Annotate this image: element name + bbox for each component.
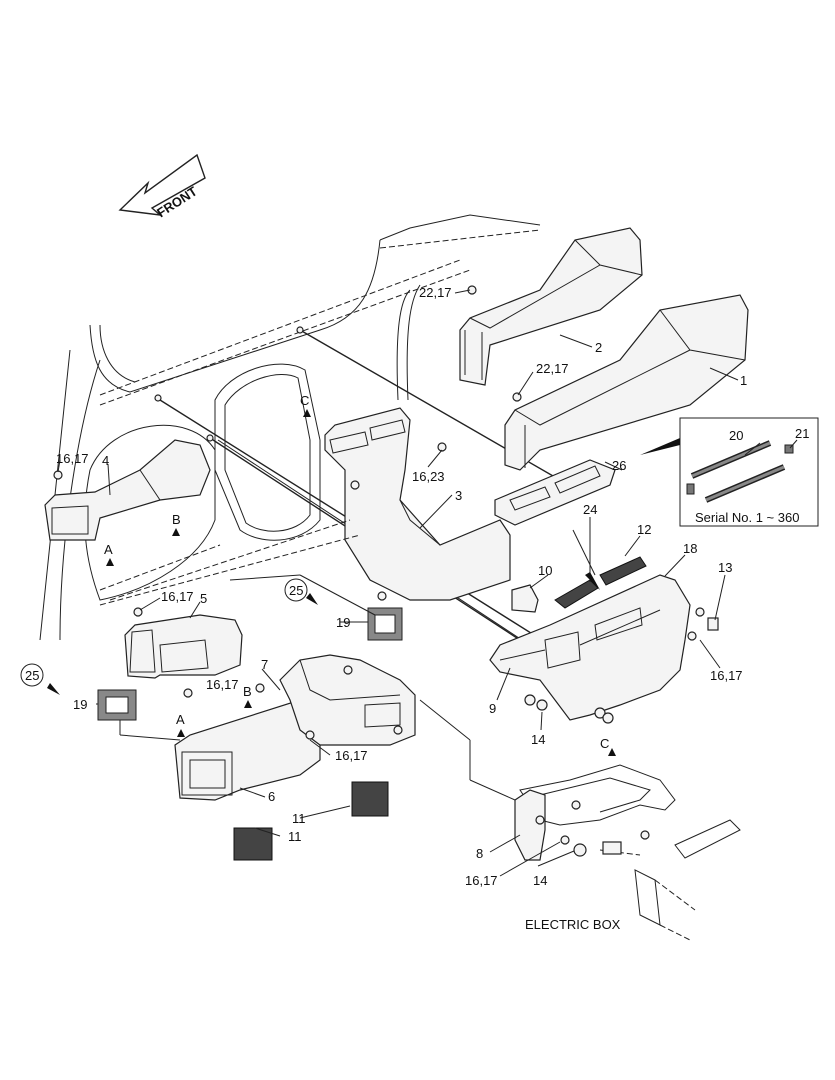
vent-part-12	[599, 556, 647, 586]
ref-c-lower: C	[600, 736, 609, 751]
callout-16-17e: 16,17	[710, 668, 743, 683]
callout-16-17f: 16,17	[465, 873, 498, 888]
ref-a-lower: A	[176, 712, 185, 727]
duct-part-1	[504, 294, 749, 471]
vent-part-10	[511, 584, 539, 613]
callout-25b: 25	[25, 668, 39, 683]
duct-part-7	[279, 654, 416, 746]
callout-7: 7	[261, 657, 268, 672]
callout-6: 6	[268, 789, 275, 804]
electric-box-label: ELECTRIC BOX	[525, 917, 621, 932]
front-label: FRONT	[154, 183, 200, 220]
duct-part-6	[174, 699, 321, 801]
callout-16-17c: 16,17	[206, 677, 239, 692]
ref-b-lower: B	[243, 684, 252, 699]
callout-16-17b: 16,17	[161, 589, 194, 604]
callouts: 1 2 3 4 5 6 7 8 9 10 11 11 12 13 14 14 1…	[20, 285, 809, 888]
inset-box	[640, 417, 819, 527]
callout-2: 2	[595, 340, 602, 355]
ref-b-upper: B	[172, 512, 181, 527]
callout-14b: 14	[533, 873, 547, 888]
bracket-part-8	[514, 789, 546, 861]
callout-24: 24	[583, 502, 597, 517]
callout-22-17b: 22,17	[536, 361, 569, 376]
callout-4: 4	[102, 453, 109, 468]
reference-letters: A A B B C C	[104, 393, 616, 756]
filter-part-19-left	[97, 689, 137, 721]
louver-part-11-right	[351, 781, 389, 817]
duct-part-5	[124, 614, 243, 679]
callout-9: 9	[489, 701, 496, 716]
filter-part-19-right	[367, 607, 403, 641]
center-window-panel	[214, 363, 321, 541]
callout-16-17a: 16,17	[56, 451, 89, 466]
electric-box	[599, 819, 741, 941]
ref-c-upper: C	[300, 393, 309, 408]
callout-20: 20	[729, 428, 743, 443]
console-panel	[489, 574, 691, 721]
callout-22-17a: 22,17	[419, 285, 452, 300]
callout-5: 5	[200, 591, 207, 606]
fasteners	[53, 285, 719, 857]
callout-3: 3	[455, 488, 462, 503]
callout-13: 13	[718, 560, 732, 575]
callout-14a: 14	[531, 732, 545, 747]
callout-10: 10	[538, 563, 552, 578]
callout-25a: 25	[289, 583, 303, 598]
vent-part-26	[494, 459, 616, 526]
duct-part-3	[324, 407, 511, 601]
callout-11b: 11	[288, 829, 302, 844]
front-arrow: FRONT	[118, 153, 206, 220]
ref-a-upper: A	[104, 542, 113, 557]
leader-lines	[47, 289, 798, 877]
callout-19b: 19	[73, 697, 87, 712]
callout-16-17d: 16,17	[335, 748, 368, 763]
inset-caption: Serial No. 1 ~ 360	[695, 510, 799, 525]
guide-lines	[99, 519, 361, 606]
duct-part-4	[44, 439, 211, 541]
callout-1: 1	[740, 373, 747, 388]
callout-11a: 11	[292, 811, 306, 826]
floor-plate	[519, 764, 676, 826]
left-round-panel	[84, 424, 216, 601]
cab-outline	[39, 214, 541, 641]
callout-16-23: 16,23	[412, 469, 445, 484]
duct-part-2	[459, 227, 643, 386]
callout-8: 8	[476, 846, 483, 861]
callout-21: 21	[795, 426, 809, 441]
louver-part-11-left	[233, 827, 273, 861]
callout-18: 18	[683, 541, 697, 556]
callout-26: 26	[612, 458, 626, 473]
callout-12: 12	[637, 522, 651, 537]
vent-part-24	[554, 579, 599, 609]
callout-19a: 19	[336, 615, 350, 630]
